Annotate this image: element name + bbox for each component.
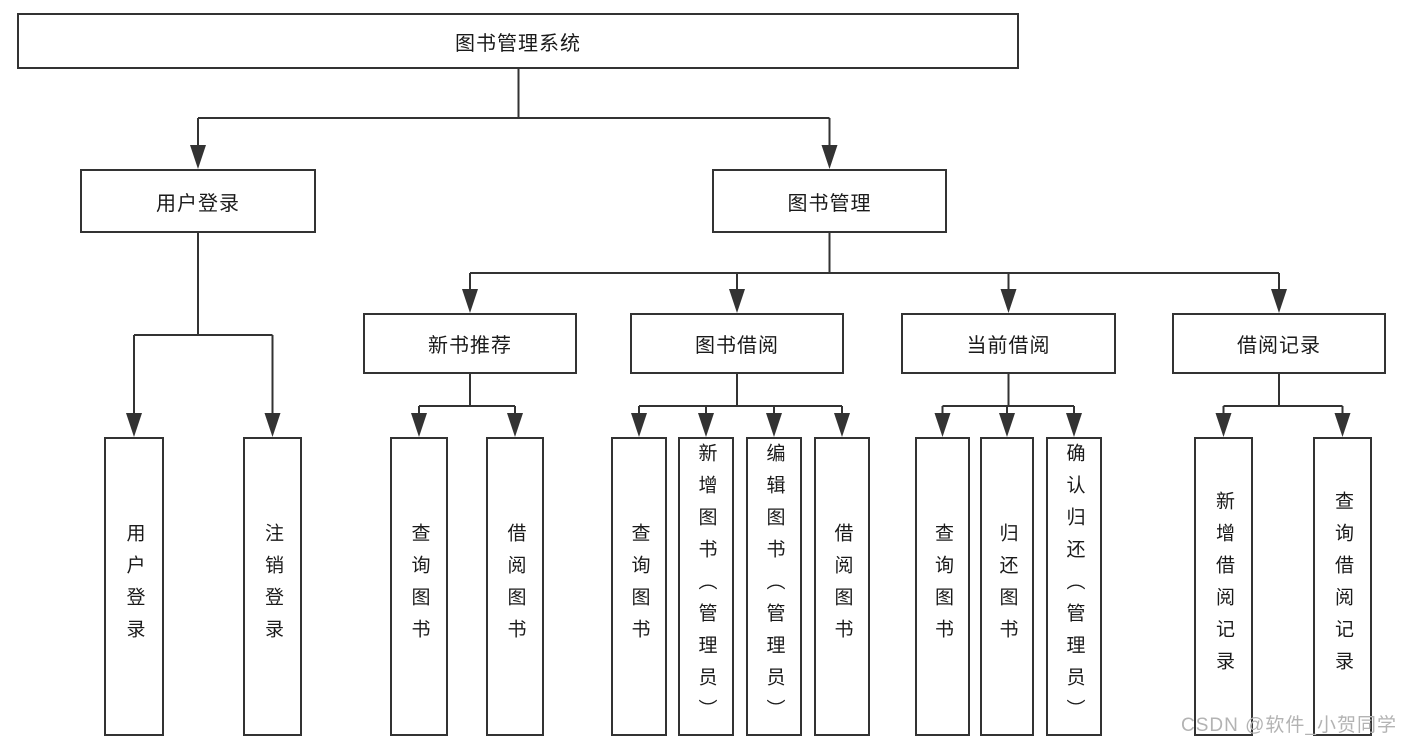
arrowhead-down-icon bbox=[1000, 289, 1017, 313]
leaf-return-books: 归还图书 bbox=[980, 437, 1034, 736]
node-label: 新增图书（管理员） bbox=[695, 442, 717, 731]
arrowhead-down-icon bbox=[1334, 413, 1351, 437]
leaf-edit-books-admin: 编辑图书（管理员） bbox=[746, 437, 802, 736]
node-label: 当前借阅 bbox=[966, 335, 1051, 357]
connector-records-to-leaves bbox=[1222, 374, 1344, 418]
arrowhead-down-icon bbox=[934, 413, 951, 437]
connector-bookmgmt-to-level2 bbox=[469, 233, 1280, 294]
node-label: 编辑图书（管理员） bbox=[763, 442, 785, 731]
node-user-login: 用户登录 bbox=[80, 169, 316, 233]
node-label: 借阅图书 bbox=[831, 522, 853, 651]
leaf-query-books-current: 查询图书 bbox=[915, 437, 970, 736]
node-label: 查询图书 bbox=[408, 522, 430, 651]
arrowhead-down-icon bbox=[264, 413, 281, 437]
leaf-logout: 注销登录 bbox=[243, 437, 302, 736]
connector-newbooks-to-leaves bbox=[418, 374, 516, 418]
arrowhead-down-icon bbox=[411, 413, 427, 437]
leaf-query-books-borrowing: 查询图书 bbox=[611, 437, 667, 736]
arrowhead-down-icon bbox=[631, 413, 647, 437]
leaf-borrow-books-recommend: 借阅图书 bbox=[486, 437, 544, 736]
watermark: CSDN @软件_小贺同学 bbox=[1181, 715, 1397, 736]
node-library-system: 图书管理系统 bbox=[17, 13, 1019, 69]
leaf-query-borrow-record: 查询借阅记录 bbox=[1313, 437, 1372, 736]
node-label: 归还图书 bbox=[996, 522, 1018, 651]
arrowhead-down-icon bbox=[729, 289, 745, 313]
node-current-borrowing: 当前借阅 bbox=[901, 313, 1116, 374]
node-label: 查询图书 bbox=[932, 522, 953, 651]
arrowhead-down-icon bbox=[462, 289, 478, 313]
node-label: 图书借阅 bbox=[695, 335, 779, 357]
node-book-borrowing: 图书借阅 bbox=[630, 313, 844, 374]
leaf-borrow-books: 借阅图书 bbox=[814, 437, 870, 736]
arrowhead-down-icon bbox=[821, 145, 838, 169]
node-label: 图书管理 bbox=[787, 192, 872, 215]
connector-current-to-leaves bbox=[941, 374, 1075, 418]
node-label: 借阅图书 bbox=[504, 522, 526, 651]
arrowhead-down-icon bbox=[190, 145, 206, 169]
leaf-add-borrow-record: 新增借阅记录 bbox=[1194, 437, 1253, 736]
arrowhead-down-icon bbox=[126, 413, 142, 437]
node-borrow-records: 借阅记录 bbox=[1172, 313, 1386, 374]
leaf-add-books-admin: 新增图书（管理员） bbox=[678, 437, 734, 736]
arrowhead-down-icon bbox=[999, 413, 1015, 437]
node-label: 查询图书 bbox=[628, 522, 650, 651]
connector-root-to-level1 bbox=[197, 69, 831, 150]
node-label: 借阅记录 bbox=[1237, 335, 1321, 357]
arrowhead-down-icon bbox=[507, 413, 523, 437]
node-label: 用户登录 bbox=[123, 522, 145, 651]
arrowhead-down-icon bbox=[1215, 413, 1232, 437]
arrowhead-down-icon bbox=[834, 413, 850, 437]
node-label: 确认归还（管理员） bbox=[1063, 442, 1085, 731]
node-label: 新书推荐 bbox=[428, 335, 512, 357]
leaf-confirm-return-admin: 确认归还（管理员） bbox=[1046, 437, 1102, 736]
node-label: 用户登录 bbox=[156, 192, 240, 215]
node-label: 图书管理系统 bbox=[455, 32, 581, 55]
connector-borrowing-to-leaves bbox=[638, 374, 843, 418]
node-label: 新增借阅记录 bbox=[1213, 490, 1234, 683]
connector-userlogin-to-leaves bbox=[133, 233, 274, 418]
arrowhead-down-icon bbox=[1066, 413, 1082, 437]
leaf-query-books-recommend: 查询图书 bbox=[390, 437, 448, 736]
arrowhead-down-icon bbox=[766, 413, 782, 437]
arrowhead-down-icon bbox=[1271, 289, 1287, 313]
node-label: 注销登录 bbox=[262, 522, 283, 651]
leaf-user-login: 用户登录 bbox=[104, 437, 164, 736]
node-new-book-recommend: 新书推荐 bbox=[363, 313, 577, 374]
node-label: 查询借阅记录 bbox=[1332, 490, 1353, 683]
node-book-management: 图书管理 bbox=[712, 169, 947, 233]
arrowhead-down-icon bbox=[698, 413, 714, 437]
